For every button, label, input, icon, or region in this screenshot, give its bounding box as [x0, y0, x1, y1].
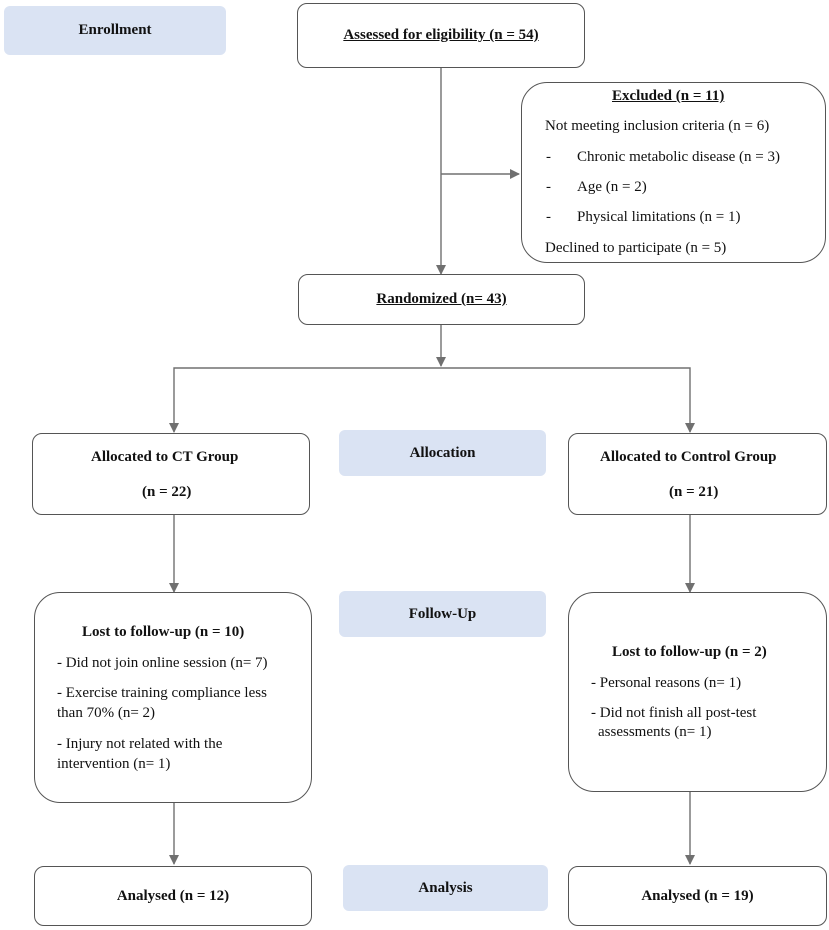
excluded-title: Excluded (n = 11) [612, 88, 725, 104]
randomized-label: Randomized (n= 43) [376, 291, 507, 307]
ct-lost-reason-2b: than 70% (n= 2) [57, 705, 156, 721]
edge-split-control [441, 367, 695, 433]
control-analysed-box: Analysed (n = 19) [568, 866, 827, 926]
control-allocated-count: (n = 21) [669, 484, 719, 500]
assessed-box: Assessed for eligibility (n = 54) [297, 3, 585, 68]
control-lost-reason-2a: - Did not finish all post-test [591, 705, 757, 721]
control-lost-reason-2b: assessments (n= 1) [598, 724, 712, 740]
excluded-bullet-1: - [546, 149, 551, 165]
phase-analysis: Analysis [343, 865, 548, 911]
control-lost-box [568, 592, 827, 792]
control-lost-title: Lost to follow-up (n = 2) [612, 644, 767, 660]
control-allocated-label: Allocated to Control Group [600, 449, 777, 465]
ct-allocated-box [32, 433, 310, 515]
excluded-not-meeting: Not meeting inclusion criteria (n = 6) [545, 118, 770, 134]
randomized-box: Randomized (n= 43) [298, 274, 585, 325]
phase-follow-up: Follow-Up [339, 591, 546, 637]
ct-allocated-label: Allocated to CT Group [91, 449, 239, 465]
assessed-label: Assessed for eligibility (n = 54) [343, 27, 539, 43]
control-allocated-box [568, 433, 827, 515]
edge-split-ct [169, 367, 441, 433]
phase-allocation: Allocation [339, 430, 546, 476]
ct-analysed-box: Analysed (n = 12) [34, 866, 312, 926]
excluded-declined: Declined to participate (n = 5) [545, 240, 727, 256]
ct-analysed-label: Analysed (n = 12) [116, 887, 230, 904]
ct-lost-reason-2a: - Exercise training compliance less [57, 685, 267, 701]
ct-allocated-count: (n = 22) [142, 484, 192, 500]
control-lost-reason-1: - Personal reasons (n= 1) [591, 675, 742, 691]
excluded-bullet-2: - [546, 179, 551, 195]
phase-enrollment: Enrollment [4, 6, 226, 55]
control-analysed-label: Analysed (n = 19) [641, 887, 754, 904]
ct-lost-reason-3b: intervention (n= 1) [57, 756, 171, 772]
ct-lost-title: Lost to follow-up (n = 10) [82, 624, 245, 640]
excluded-reason-2: Age (n = 2) [577, 179, 647, 195]
excluded-bullet-3: - [546, 209, 551, 225]
excluded-box [521, 82, 826, 263]
excluded-reason-1: Chronic metabolic disease (n = 3) [577, 149, 780, 165]
excluded-reason-3: Physical limitations (n = 1) [577, 209, 741, 225]
ct-lost-box [34, 592, 312, 803]
ct-lost-reason-1: - Did not join online session (n= 7) [57, 655, 268, 671]
ct-lost-reason-3a: - Injury not related with the [57, 736, 223, 752]
